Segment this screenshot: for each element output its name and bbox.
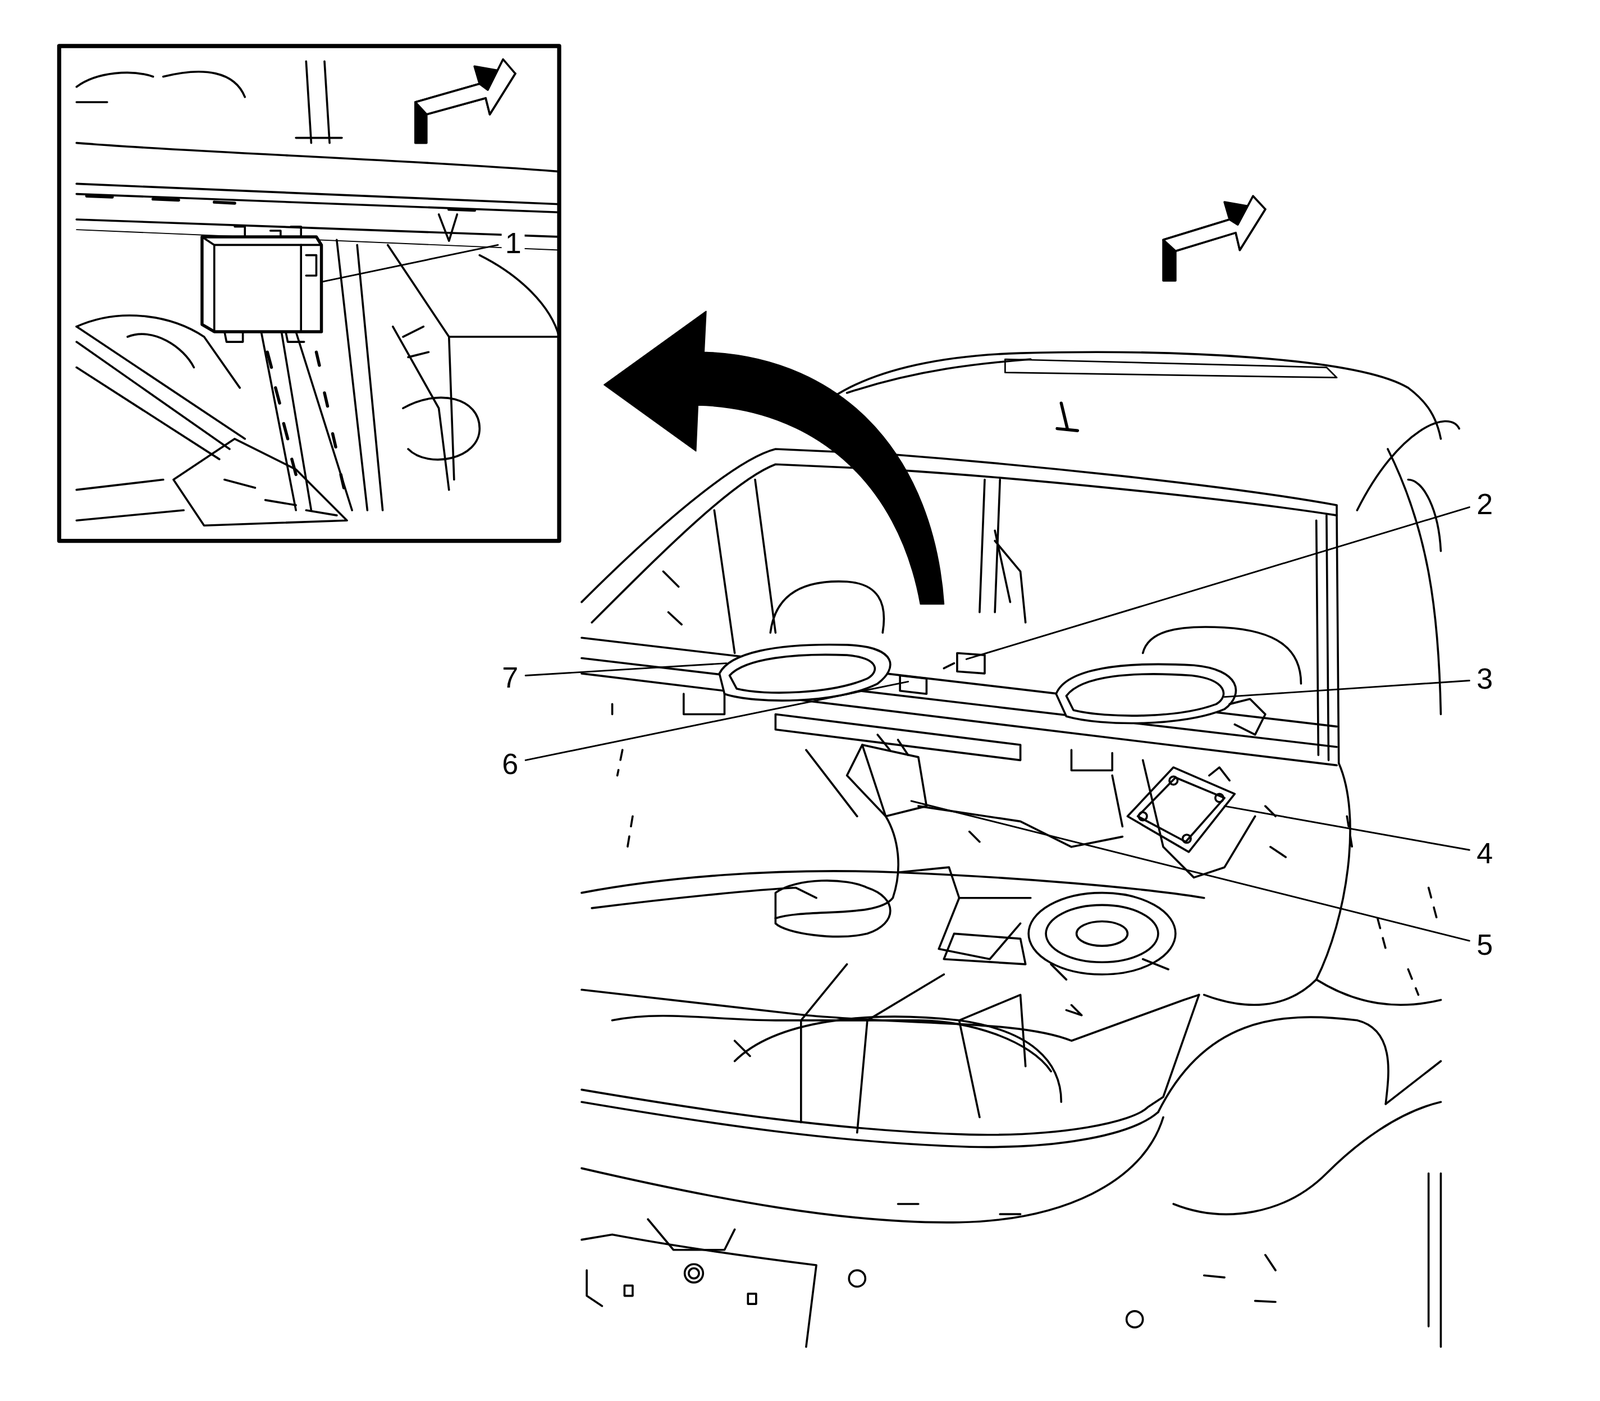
callout-number: 6 [498,748,522,780]
callout-number: 3 [1473,663,1497,695]
inset-view [58,46,560,542]
callout-number: 1 [501,227,525,259]
vehicle-body [581,352,1460,1347]
forward-arrow [1163,195,1266,281]
callout-number: 4 [1473,837,1497,870]
removal-arrow [604,311,944,605]
leader-lines [322,244,1470,941]
callout-number: 7 [498,661,522,694]
callout-number: 2 [1473,488,1497,520]
callout-number: 5 [1473,929,1497,961]
